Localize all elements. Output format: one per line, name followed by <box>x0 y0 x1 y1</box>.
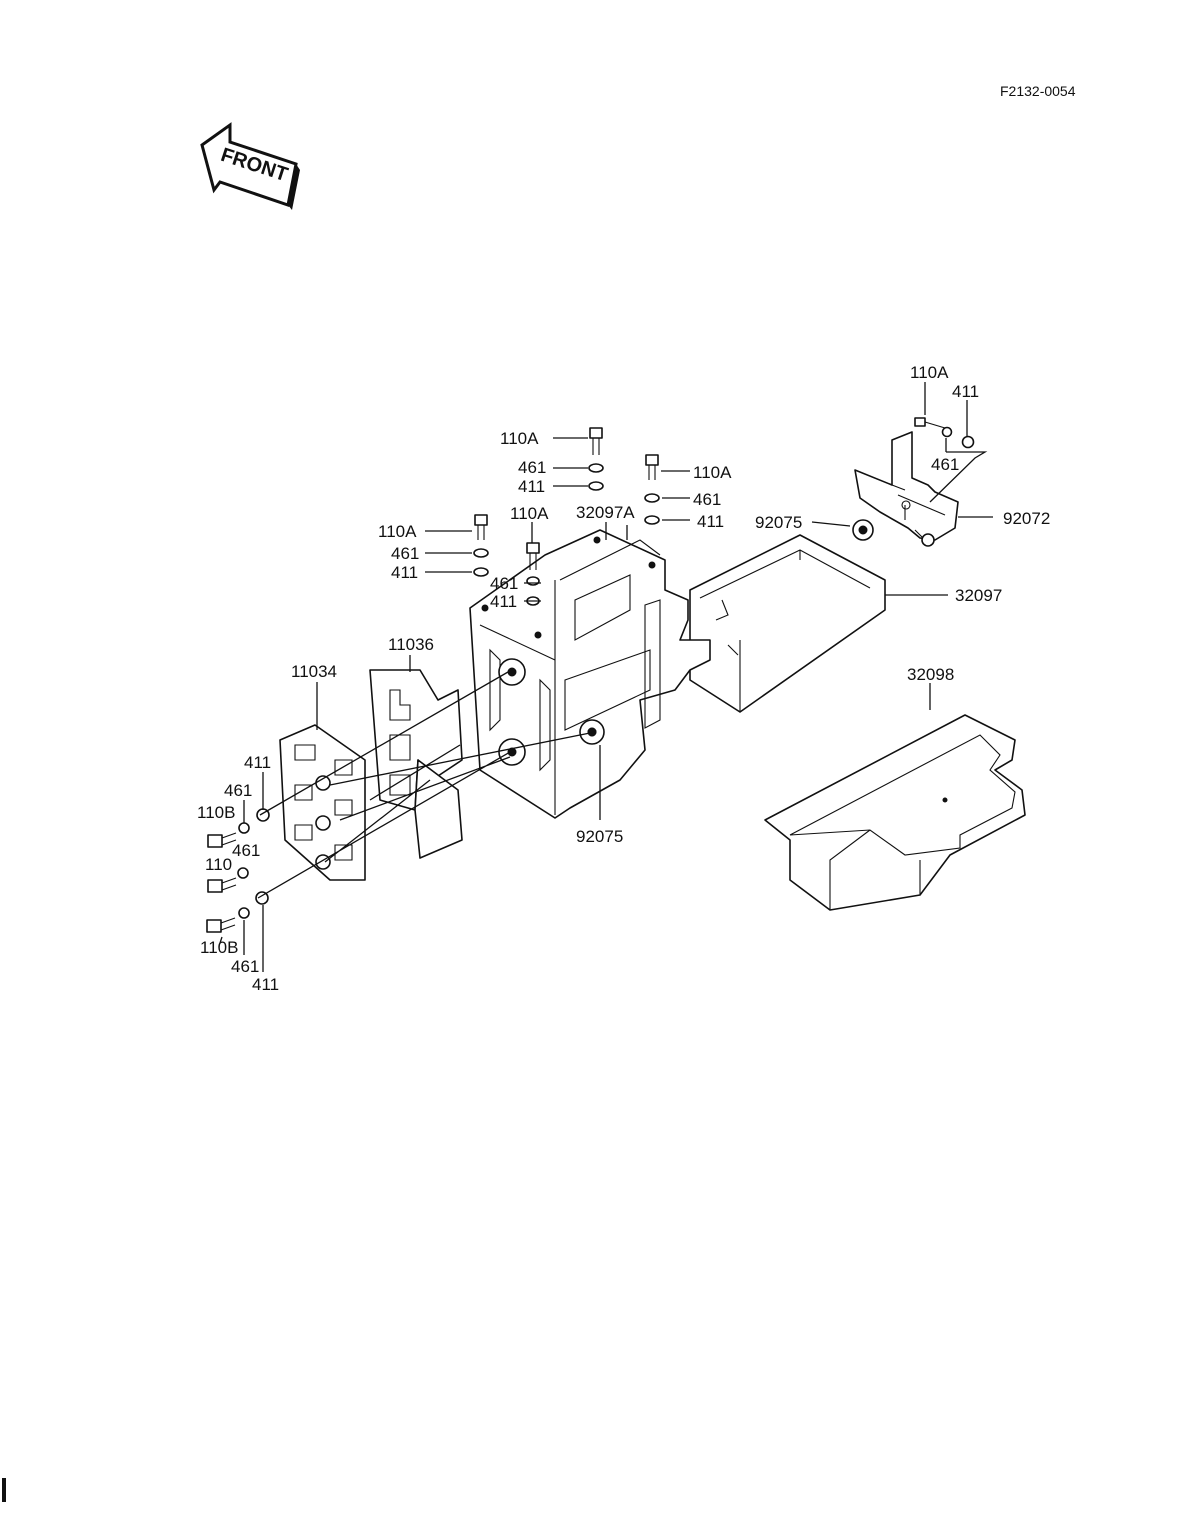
label-l02: 411 <box>952 382 979 401</box>
bolt-110a-topright <box>914 417 946 429</box>
washer-411-topright <box>961 435 975 449</box>
bolt-110a-d <box>526 542 540 570</box>
label-l26: 461 <box>232 841 260 860</box>
washer-461-left-top <box>238 822 250 834</box>
label-l12: 461 <box>693 490 721 509</box>
label-l27: 110 <box>205 855 232 874</box>
label-l08: 110A <box>500 429 539 448</box>
label-l28: 110B <box>200 938 238 957</box>
label-l25: 110B <box>197 803 235 822</box>
label-l06: 32097 <box>955 586 1002 605</box>
washer-411-c <box>473 567 489 577</box>
label-l29: 461 <box>231 957 259 976</box>
washer-411-left-bottom <box>255 891 269 905</box>
label-l30: 411 <box>252 975 279 994</box>
label-l14: 32097A <box>576 503 635 522</box>
bolt-110a-c <box>474 514 488 540</box>
washer-411-a <box>588 481 604 491</box>
bolt-110a-b <box>645 454 659 480</box>
label-l10: 411 <box>518 477 545 496</box>
label-l04: 92072 <box>1003 509 1050 528</box>
plate-11036 <box>369 669 463 859</box>
label-l19: 461 <box>490 574 518 593</box>
label-l09: 461 <box>518 458 546 477</box>
washer-461-left-mid <box>237 867 249 879</box>
washer-461-left-bottom <box>238 907 250 919</box>
cover-11034 <box>279 724 366 881</box>
bolt-110a-a <box>589 427 603 455</box>
box-32098 <box>764 714 1026 911</box>
label-l16: 110A <box>378 522 417 541</box>
washer-461-topright <box>941 426 953 438</box>
part-labels: 110A 411 461 92072 92075 32097 32098 110… <box>197 363 1050 994</box>
bolt-110b-bottom <box>206 917 236 933</box>
front-arrow-icon: FRONT <box>200 122 300 210</box>
washer-461-d <box>526 576 540 586</box>
label-l22: 11034 <box>291 662 337 681</box>
label-l20: 411 <box>490 592 517 611</box>
bolt-110b-top <box>207 832 237 848</box>
label-l21: 11036 <box>388 635 434 654</box>
label-l03: 461 <box>931 455 959 474</box>
washer-461-c <box>473 548 489 558</box>
tray-32097 <box>689 534 886 713</box>
label-l24: 461 <box>224 781 252 800</box>
margin-mark <box>2 1478 6 1502</box>
bolt-110-mid <box>207 877 237 893</box>
washer-461-a <box>588 463 604 473</box>
leader-lines <box>219 382 993 972</box>
label-l05: 92075 <box>755 513 802 532</box>
label-l31: 92075 <box>576 827 623 846</box>
document-id: F2132-0054 <box>1000 83 1076 99</box>
label-l23: 411 <box>244 753 271 772</box>
label-l17: 461 <box>391 544 419 563</box>
label-l15: 110A <box>510 504 549 523</box>
label-l07: 32098 <box>907 665 954 684</box>
washer-411-b <box>644 515 660 525</box>
label-l11: 110A <box>693 463 732 482</box>
label-l01: 110A <box>910 363 949 382</box>
label-l13: 411 <box>697 512 724 531</box>
label-l18: 411 <box>391 563 418 582</box>
bracket-92072 <box>854 431 959 547</box>
washer-461-b <box>644 493 660 503</box>
